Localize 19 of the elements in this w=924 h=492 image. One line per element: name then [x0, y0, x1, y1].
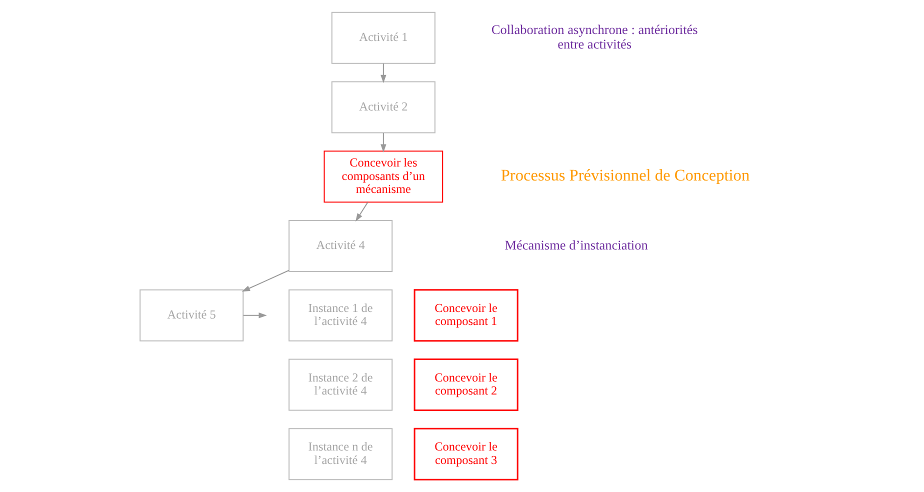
arrow [354, 202, 368, 222]
label: Mécanisme d’instanciation [504, 237, 648, 252]
arrow [380, 64, 386, 84]
node-box: Activité 5 [139, 289, 244, 342]
arrow [241, 270, 289, 292]
node-box: Instance 1 de l’activité 4 [288, 289, 392, 342]
node-box: Concevoir les composants d’un mécanisme [323, 150, 443, 203]
arrow [242, 312, 266, 318]
node-box: Concevoir le composant 1 [413, 289, 518, 342]
label: Processus Prévisionnel de Conception [500, 165, 750, 184]
node-box: Concevoir le composant 3 [413, 428, 518, 480]
node-box: Activité 1 [330, 12, 435, 64]
label: Collaboration asynchrone : antériorités entre activités [490, 22, 698, 52]
node-box: Concevoir le composant 2 [413, 358, 518, 412]
arrow [380, 132, 386, 152]
node-box: Activité 4 [288, 220, 392, 272]
node-box: Instance 2 de l’activité 4 [288, 358, 392, 411]
node-box: Activité 2 [330, 81, 435, 134]
node-box: Instance n de l’activité 4 [288, 428, 392, 480]
